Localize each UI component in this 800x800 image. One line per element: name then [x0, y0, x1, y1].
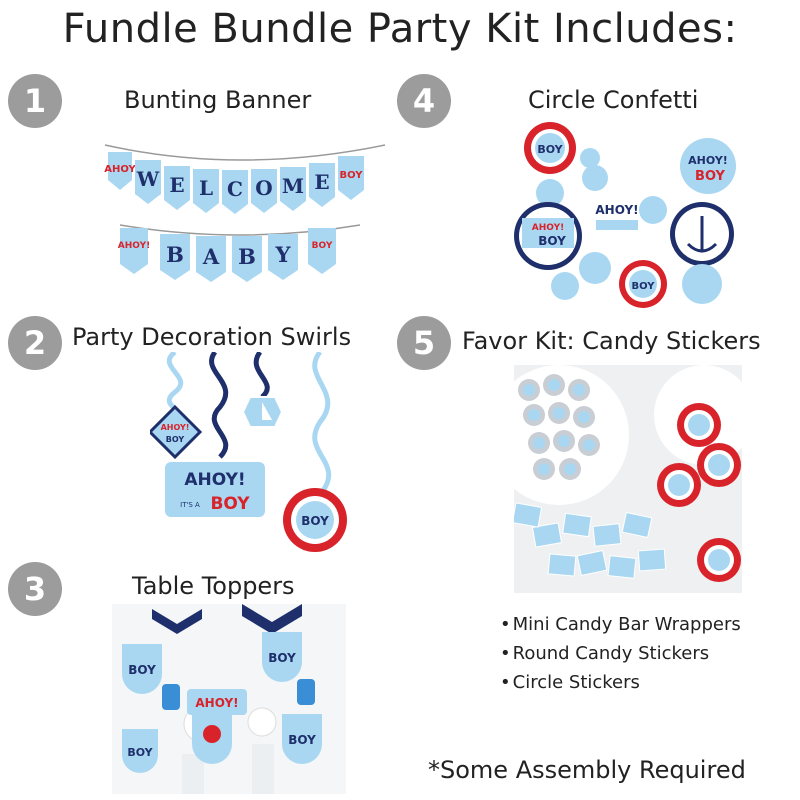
favor-kit-image — [514, 365, 742, 593]
svg-text:BOY: BOY — [339, 170, 363, 181]
svg-text:BOY: BOY — [268, 651, 296, 665]
number-badge-1: 1 — [8, 74, 62, 128]
banner-letter: B — [238, 244, 256, 269]
banner-letter: O — [255, 176, 272, 200]
svg-text:AHOY!: AHOY! — [688, 154, 728, 167]
banner-letter: L — [199, 176, 213, 200]
banner-letter: E — [314, 170, 329, 194]
banner-letter: B — [166, 242, 184, 267]
svg-text:BOY: BOY — [695, 169, 725, 184]
svg-text:BOY: BOY — [301, 514, 329, 528]
svg-text:BOY: BOY — [538, 234, 566, 248]
number-badge-4: 4 — [397, 74, 451, 128]
section-label-bunting-banner: Bunting Banner — [124, 86, 312, 114]
svg-text:BOY: BOY — [288, 733, 316, 747]
section-label-favor-kit: Favor Kit: Candy Stickers — [462, 327, 761, 355]
svg-text:BOY: BOY — [127, 746, 153, 759]
number-badge-2: 2 — [8, 316, 62, 370]
swirls-image: AHOY! BOY AHOY! IT'S A BOY BOY — [150, 352, 347, 552]
svg-text:AHOY!: AHOY! — [532, 223, 564, 233]
banner-letter: A — [202, 244, 220, 269]
svg-text:BOY: BOY — [537, 143, 563, 156]
circle-confetti-image: BOY AHOY! BOY AHOY! BOY AHOY! BOY — [514, 118, 736, 308]
banner-row-baby: AHOY! B A B Y BOY — [118, 228, 336, 282]
banner-letter: Y — [275, 242, 292, 267]
svg-text:BOY: BOY — [128, 663, 156, 677]
bunting-banner-image: AHOY W E L C O M E BOY AHOY! B A B Y BOY — [104, 144, 386, 282]
favor-kit-list: Mini Candy Bar Wrappers Round Candy Stic… — [500, 610, 741, 697]
banner-letter: W — [136, 167, 160, 191]
banner-letter: C — [227, 177, 243, 201]
svg-text:BOY: BOY — [631, 281, 655, 292]
swirl-its-a-text: IT'S A — [180, 501, 200, 509]
svg-text:BOY: BOY — [166, 435, 185, 444]
number-badge-5: 5 — [397, 316, 451, 370]
svg-text:AHOY!: AHOY! — [595, 203, 638, 217]
section-label-circle-confetti: Circle Confetti — [528, 86, 699, 114]
svg-text:AHOY: AHOY — [104, 164, 136, 175]
swirl-boy-text: BOY — [210, 494, 250, 514]
banner-letter: E — [169, 173, 184, 197]
svg-text:AHOY!: AHOY! — [118, 241, 150, 251]
table-toppers-image: BOY BOY AHOY! BOY BOY — [112, 604, 346, 794]
svg-text:AHOY!: AHOY! — [161, 423, 190, 432]
svg-text:BOY: BOY — [312, 241, 333, 251]
swirl-ahoy-text: AHOY! — [184, 470, 245, 490]
section-label-table-toppers: Table Toppers — [132, 572, 295, 600]
banner-row-welcome: AHOY W E L C O M E BOY — [104, 152, 364, 214]
number-badge-3: 3 — [8, 562, 62, 616]
page-title: Fundle Bundle Party Kit Includes: — [62, 6, 738, 52]
svg-text:AHOY!: AHOY! — [195, 696, 238, 710]
section-label-swirls: Party Decoration Swirls — [72, 323, 352, 351]
favor-list-item: Round Candy Stickers — [500, 639, 741, 668]
favor-list-item: Circle Stickers — [500, 668, 741, 697]
assembly-note: *Some Assembly Required — [428, 756, 746, 784]
favor-list-item: Mini Candy Bar Wrappers — [500, 610, 741, 639]
banner-letter: M — [282, 174, 304, 198]
